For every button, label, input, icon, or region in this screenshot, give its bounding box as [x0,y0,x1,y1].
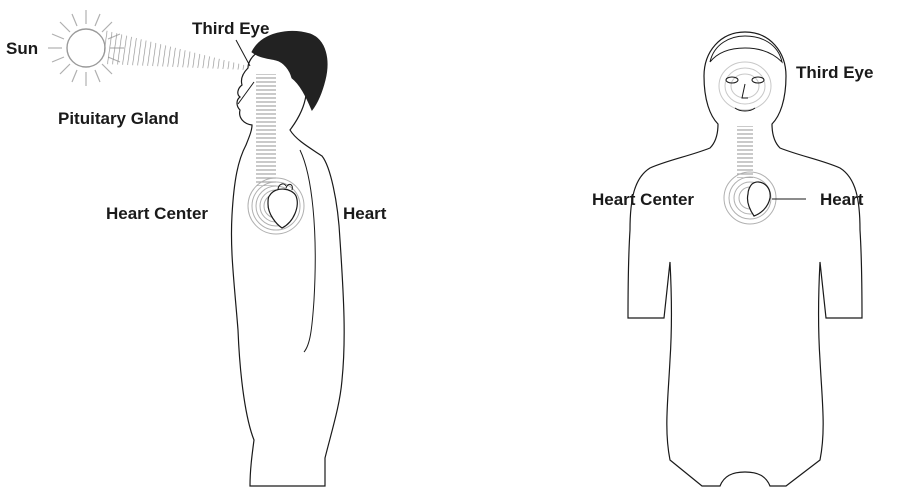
label-heart-side: Heart [343,205,386,222]
front-body-outline [628,32,862,486]
label-heart-front: Heart [820,191,863,208]
front-spine-rays [737,126,753,178]
label-pituitary-gland: Pituitary Gland [58,110,179,127]
label-sun: Sun [6,40,38,57]
label-third-eye-side: Third Eye [192,20,269,37]
side-spine-rays [256,74,276,186]
side-body-outline [231,43,344,486]
side-third-eye-leader [236,40,250,66]
label-heart-center-front: Heart Center [592,191,694,208]
side-figure [48,10,344,486]
label-heart-center-side: Heart Center [106,205,208,222]
front-figure [628,32,862,486]
label-third-eye-front: Third Eye [796,64,873,81]
